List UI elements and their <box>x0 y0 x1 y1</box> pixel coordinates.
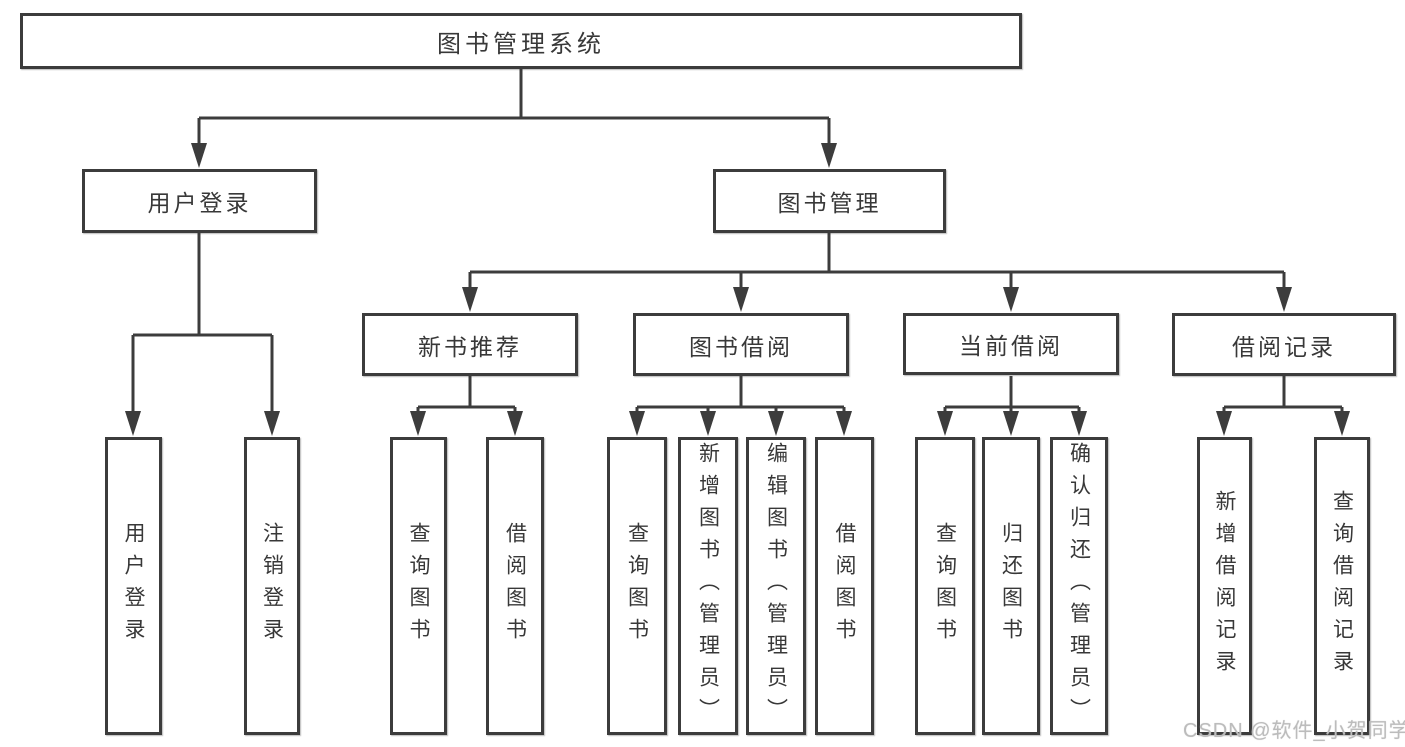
leaf-logout: 注销登录 <box>244 437 300 735</box>
node-label: 当前借阅 <box>959 333 1063 359</box>
leaf-label: 编辑图书（管理员） <box>764 442 788 730</box>
leaf-confirm-return-admin: 确认归还（管理员） <box>1050 437 1108 735</box>
leaf-query-book: 查询图书 <box>915 437 975 735</box>
leaf-query-borrow-record: 查询借阅记录 <box>1314 437 1370 735</box>
node-label: 用户登录 <box>147 190 252 216</box>
leaf-edit-book-admin: 编辑图书（管理员） <box>746 437 806 735</box>
node-label: 图书借阅 <box>689 333 793 360</box>
leaf-label: 归还图书 <box>999 522 1023 650</box>
leaf-user-login: 用户登录 <box>105 437 162 735</box>
node-label: 借阅记录 <box>1232 333 1336 360</box>
node-new-book-recommend: 新书推荐 <box>362 313 578 376</box>
leaf-return-book: 归还图书 <box>982 437 1040 735</box>
leaf-label: 借阅图书 <box>833 522 856 650</box>
leaf-label: 查询借阅记录 <box>1330 490 1354 682</box>
node-current-borrow: 当前借阅 <box>903 313 1119 375</box>
node-book-management: 图书管理 <box>713 169 946 233</box>
leaf-label: 用户登录 <box>122 522 145 650</box>
leaf-borrow-book: 借阅图书 <box>486 437 544 735</box>
node-book-borrow: 图书借阅 <box>633 313 849 376</box>
leaf-query-book: 查询图书 <box>607 437 667 735</box>
leaf-query-book: 查询图书 <box>390 437 447 735</box>
node-label: 图书管理系统 <box>437 30 605 58</box>
leaf-add-book-admin: 新增图书（管理员） <box>678 437 738 735</box>
leaf-label: 查询图书 <box>625 522 649 650</box>
leaf-label: 新增图书（管理员） <box>696 442 720 730</box>
leaf-label: 确认归还（管理员） <box>1067 442 1091 730</box>
leaf-label: 新增借阅记录 <box>1213 490 1236 682</box>
leaf-label: 借阅图书 <box>503 522 527 650</box>
leaf-label: 查询图书 <box>933 522 957 650</box>
node-label: 新书推荐 <box>418 333 522 360</box>
leaf-label: 查询图书 <box>407 522 430 650</box>
leaf-add-borrow-record: 新增借阅记录 <box>1197 437 1252 735</box>
node-label: 图书管理 <box>777 190 882 216</box>
leaf-label: 注销登录 <box>260 522 284 650</box>
node-borrow-record: 借阅记录 <box>1172 313 1396 376</box>
leaf-borrow-book: 借阅图书 <box>815 437 874 735</box>
csdn-watermark: CSDN @软件_小贺同学 <box>1183 720 1405 742</box>
node-library-management-system: 图书管理系统 <box>20 13 1022 69</box>
node-user-login: 用户登录 <box>82 169 317 233</box>
